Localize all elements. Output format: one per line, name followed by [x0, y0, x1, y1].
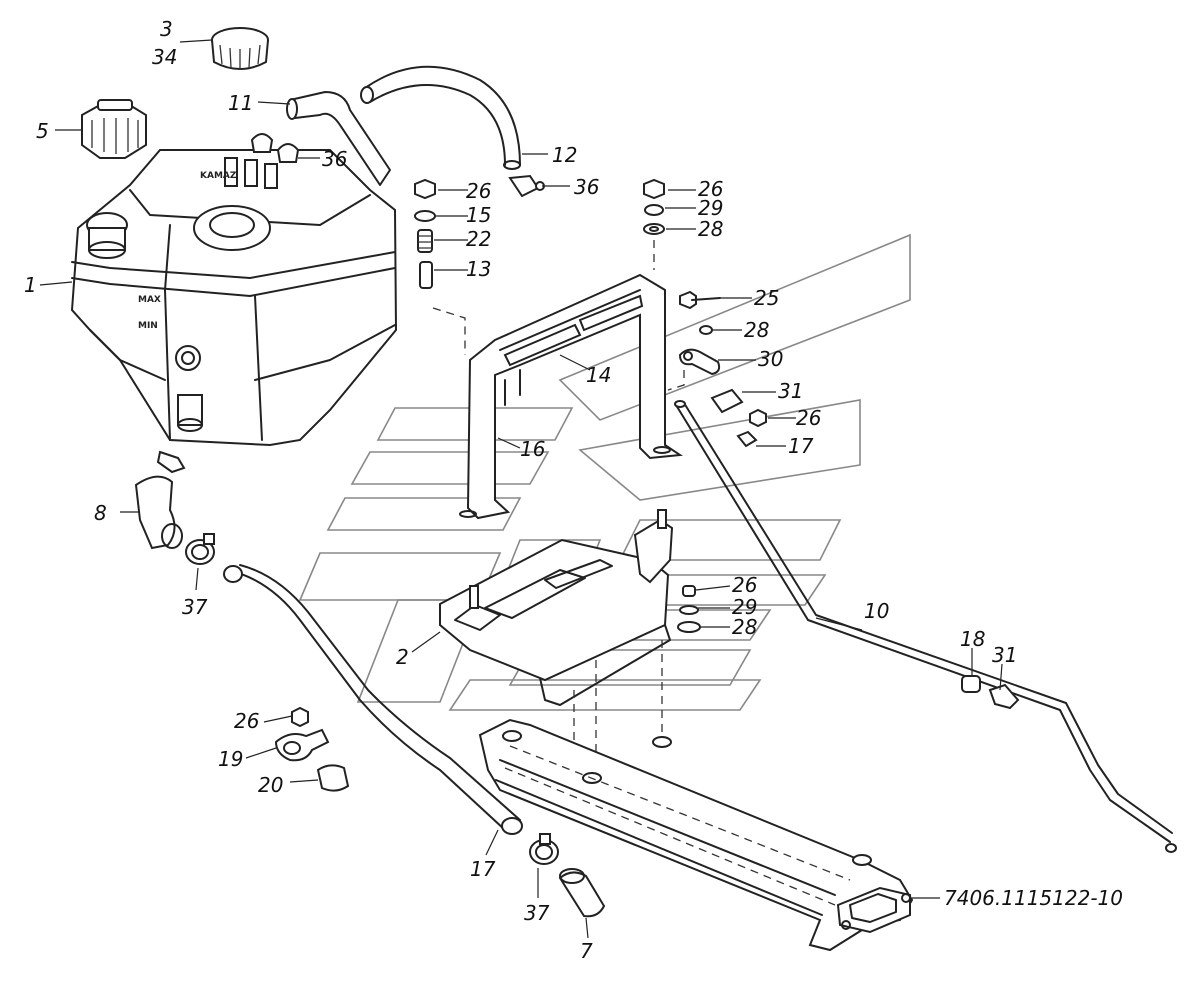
clamp-36-upper [250, 133, 300, 163]
tube-10 [674, 400, 1177, 853]
callout-26-stack-right: 26 [698, 177, 723, 201]
callout-36-upper: 36 [322, 147, 347, 171]
callout-25: 25 [754, 286, 779, 310]
callout-17-upper: 17 [788, 434, 814, 458]
small-parts-right [667, 290, 767, 448]
callout-26-nut-right: 26 [796, 406, 821, 430]
callout-30: 30 [758, 347, 783, 371]
callout-2: 2 [396, 645, 409, 669]
callout-36-right: 36 [574, 175, 599, 199]
callout-19: 19 [218, 747, 243, 771]
callout-5: 5 [36, 119, 49, 143]
callout-29-plate: 29 [732, 595, 757, 619]
clamp-19 [274, 728, 330, 762]
elbow-hose-8 [134, 450, 186, 550]
clip-31-lower [988, 683, 1020, 710]
callout-3: 3 [160, 17, 173, 41]
sleeve-17-lower [961, 675, 981, 693]
filler-cap-3 [211, 27, 269, 70]
callout-26-stack-left: 26 [466, 179, 491, 203]
manifold [478, 718, 914, 952]
callout-31-upper: 31 [778, 379, 803, 403]
callout-22: 22 [466, 227, 491, 251]
max-mark: MAX [138, 295, 161, 305]
callout-16: 16 [520, 437, 545, 461]
callout-12: 12 [552, 143, 577, 167]
bracket-16 [432, 240, 683, 520]
nut-26-lower [291, 706, 309, 728]
clamp-36-right [508, 174, 545, 198]
hose-18 [223, 564, 523, 835]
hose-clamp-37-upper [185, 533, 215, 565]
callout-26-plate: 26 [732, 573, 757, 597]
callout-28-washer: 28 [744, 318, 769, 342]
hose-12 [360, 65, 521, 170]
callout-26-lower-left: 26 [234, 709, 259, 733]
sleeve-7 [558, 868, 606, 918]
expansion-tank: KAMAZ MAX MIN [70, 149, 398, 447]
callout-28-stack-right: 28 [698, 217, 723, 241]
callout-15: 15 [466, 203, 491, 227]
callout-7: 7 [580, 939, 593, 963]
callout-10: 10 [864, 599, 889, 623]
callout-18: 17 [470, 857, 496, 881]
hose-clamp-37-lower [529, 833, 559, 865]
callout-8: 8 [94, 501, 107, 525]
callout-14: 14 [586, 363, 611, 387]
callout-1: 1 [24, 273, 37, 297]
callout-11: 11 [228, 91, 253, 115]
callout-17-lower: 18 [960, 627, 985, 651]
min-mark: MIN [138, 321, 158, 331]
callouts: 3 34 5 1 11 36 12 36 26 15 22 13 26 29 2… [24, 17, 1123, 963]
callout-37-upper: 37 [182, 595, 208, 619]
callout-20: 20 [258, 773, 283, 797]
fastener-stack-left [414, 178, 436, 289]
sleeve-20 [316, 764, 350, 792]
mounting-plate-2 [439, 509, 701, 770]
brand-emboss: KAMAZ [200, 171, 237, 181]
fastener-stack-right [643, 178, 665, 235]
leader-lines [39, 39, 1003, 939]
callout-13: 13 [466, 257, 491, 281]
callout-34: 34 [152, 45, 177, 69]
valve-cap-5 [81, 99, 147, 159]
callout-37-lower: 37 [524, 901, 550, 925]
callout-31-lower: 31 [992, 643, 1017, 667]
manifold-part-number: 7406.1115122-10 [944, 886, 1123, 910]
callout-29-stack-right: 29 [698, 196, 723, 220]
callout-28-plate: 28 [732, 615, 757, 639]
